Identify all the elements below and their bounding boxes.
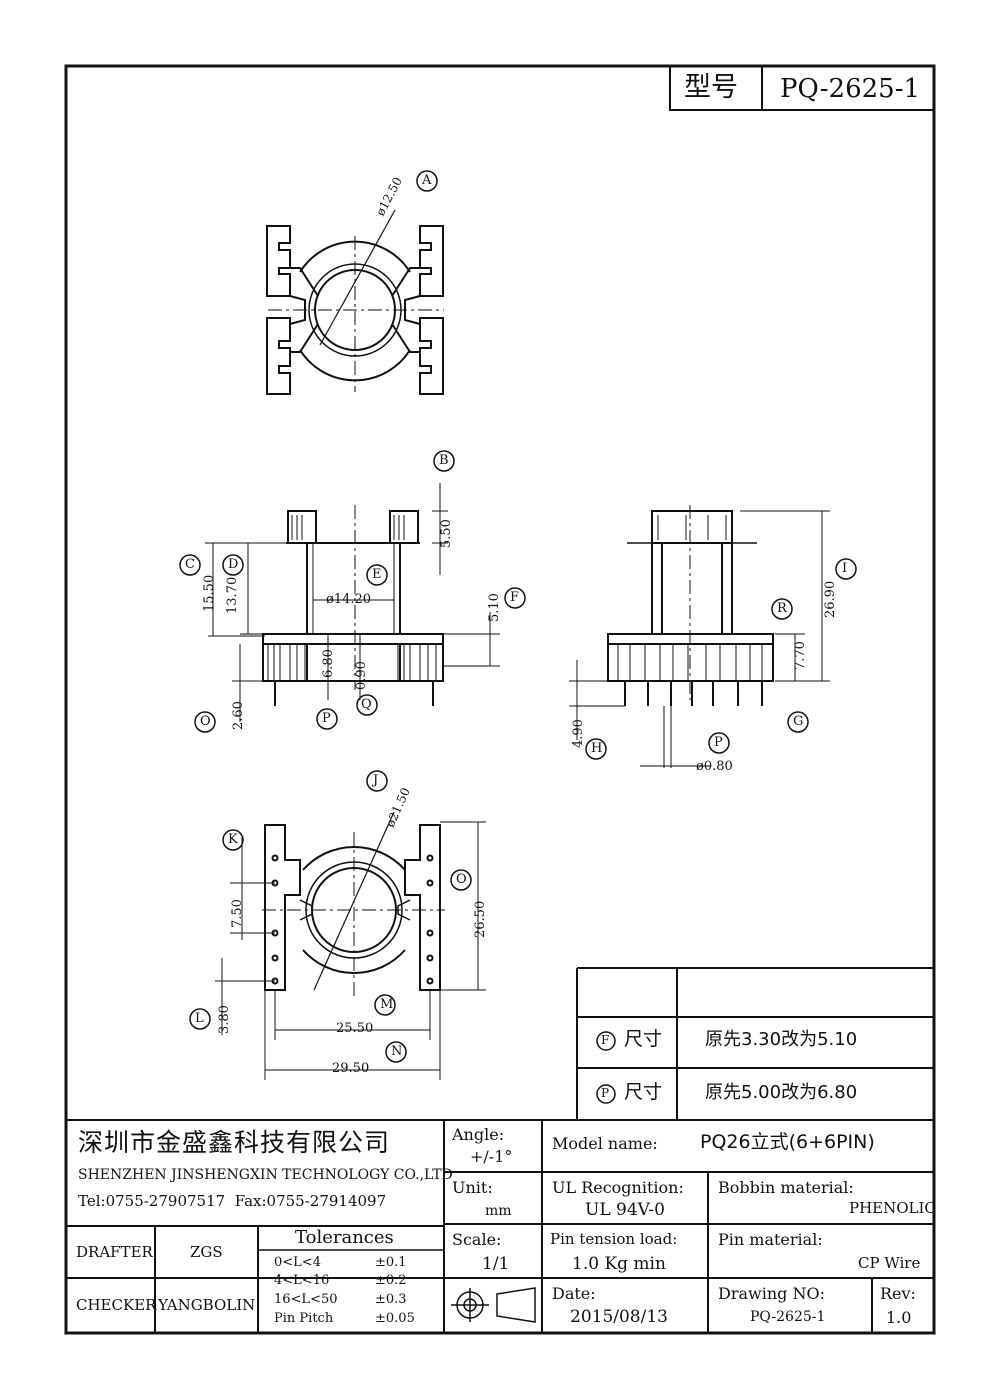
revision-item-p: 尺寸: [624, 1081, 663, 1103]
revision-table-lines: [576, 967, 934, 1120]
tolerance-range: Pin Pitch: [274, 1311, 334, 1326]
label-q: Q: [361, 697, 372, 712]
label-h: H: [591, 741, 603, 756]
bobbin-label: Bobbin material:: [718, 1178, 854, 1197]
top-view: [266, 170, 444, 395]
revision-note-f: 原先3.30改为5.10: [705, 1029, 858, 1050]
label-e: E: [372, 567, 382, 582]
drafter-value: ZGS: [190, 1243, 223, 1261]
side-view: [569, 505, 857, 768]
model-value: PQ-2625-1: [780, 74, 921, 104]
dim-c: 15.50: [202, 574, 217, 612]
bottom-view: [189, 770, 486, 1080]
revision-item-f: 尺寸: [624, 1028, 663, 1050]
label-o-bottom: O: [456, 872, 467, 887]
company-contact: Tel:0755-27907517 Fax:0755-27914097: [78, 1192, 387, 1210]
pin-material-value: CP Wire: [858, 1254, 921, 1272]
dim-p: 6.80: [321, 649, 336, 678]
dim-d: 13.70: [225, 576, 240, 614]
rev-label: Rev:: [880, 1284, 916, 1303]
drawing-no-label: Drawing NO:: [718, 1284, 825, 1303]
tolerance-value: ±0.2: [375, 1273, 407, 1288]
company-name-cn: 深圳市金盛鑫科技有限公司: [78, 1128, 391, 1157]
label-a: A: [422, 173, 432, 188]
label-p-side: P: [714, 735, 723, 750]
drafter-label: DRAFTER: [76, 1243, 153, 1261]
label-b: B: [439, 453, 449, 468]
dim-e: ø14.20: [326, 592, 372, 607]
tolerance-range: 16<L<50: [274, 1292, 338, 1307]
dim-l: 3.80: [217, 1005, 232, 1034]
dim-h: 4.90: [571, 719, 586, 748]
label-m: M: [380, 997, 394, 1012]
dim-f: 5.10: [487, 593, 502, 622]
model-name-value: PQ26立式(6+6PIN): [700, 1131, 875, 1153]
company-name-en: SHENZHEN JINSHENGXIN TECHNOLOGY CO.,LTD: [78, 1167, 453, 1183]
dim-m: 25.50: [336, 1021, 374, 1036]
label-r: R: [777, 601, 787, 616]
dim-o-bottom: 26.50: [473, 900, 488, 938]
unit-value: mm: [485, 1203, 512, 1219]
label-p: P: [322, 711, 331, 726]
unit-label: Unit:: [452, 1178, 493, 1197]
label-j: J: [373, 773, 379, 788]
dim-p-side: ø0.80: [696, 759, 733, 774]
revision-symbol-f: F: [601, 1033, 610, 1047]
bobbin-value: PHENOLIC: [849, 1199, 936, 1217]
dim-b: 5.50: [439, 519, 454, 548]
label-d: D: [228, 557, 239, 572]
date-value: 2015/08/13: [570, 1307, 668, 1327]
rev-value: 1.0: [886, 1308, 912, 1327]
label-n: N: [391, 1044, 403, 1059]
model-label: 型号: [684, 72, 738, 103]
scale-value: 1/1: [482, 1254, 510, 1274]
ul-label: UL Recognition:: [552, 1178, 684, 1197]
pin-tension-label: Pin tension load:: [550, 1230, 678, 1248]
date-label: Date:: [552, 1284, 596, 1303]
tolerance-value: ±0.1: [375, 1255, 407, 1270]
title-block-lines: [66, 1119, 934, 1333]
label-g: G: [793, 714, 804, 729]
label-i: I: [842, 561, 848, 576]
tolerance-value: ±0.3: [375, 1292, 407, 1307]
model-name-label: Model name:: [552, 1134, 658, 1153]
projection-symbol: [451, 1287, 536, 1323]
dim-q: 0.90: [354, 661, 369, 690]
label-f: F: [510, 590, 520, 605]
angle-value: +/-1°: [470, 1147, 513, 1166]
checker-label: CHECKER: [76, 1296, 157, 1314]
drawing-no-value: PQ-2625-1: [750, 1309, 826, 1325]
label-o: O: [200, 714, 211, 729]
dim-n: 29.50: [332, 1061, 370, 1076]
ul-value: UL 94V-0: [585, 1200, 665, 1220]
angle-label: Angle:: [452, 1125, 505, 1144]
revision-note-p: 原先5.00改为6.80: [705, 1082, 858, 1103]
dim-o: 2.60: [231, 701, 246, 730]
dim-i: 26.90: [823, 580, 838, 618]
pin-tension-value: 1.0 Kg min: [572, 1254, 666, 1274]
label-l: L: [195, 1011, 204, 1026]
tolerances-title: Tolerances: [295, 1227, 394, 1248]
tolerance-range: 4<L<16: [274, 1273, 330, 1288]
front-view: [179, 450, 526, 733]
dim-r: 7.70: [793, 641, 808, 670]
pin-material-label: Pin material:: [718, 1230, 823, 1249]
scale-label: Scale:: [452, 1230, 502, 1249]
label-c: C: [185, 557, 195, 572]
tolerance-range: 0<L<4: [274, 1255, 321, 1270]
tolerance-value: ±0.05: [375, 1311, 415, 1326]
dim-k: 7.50: [230, 899, 245, 928]
revision-symbol-p: P: [601, 1086, 610, 1100]
checker-value: YANGBOLIN: [158, 1296, 256, 1314]
label-k: K: [228, 832, 238, 847]
